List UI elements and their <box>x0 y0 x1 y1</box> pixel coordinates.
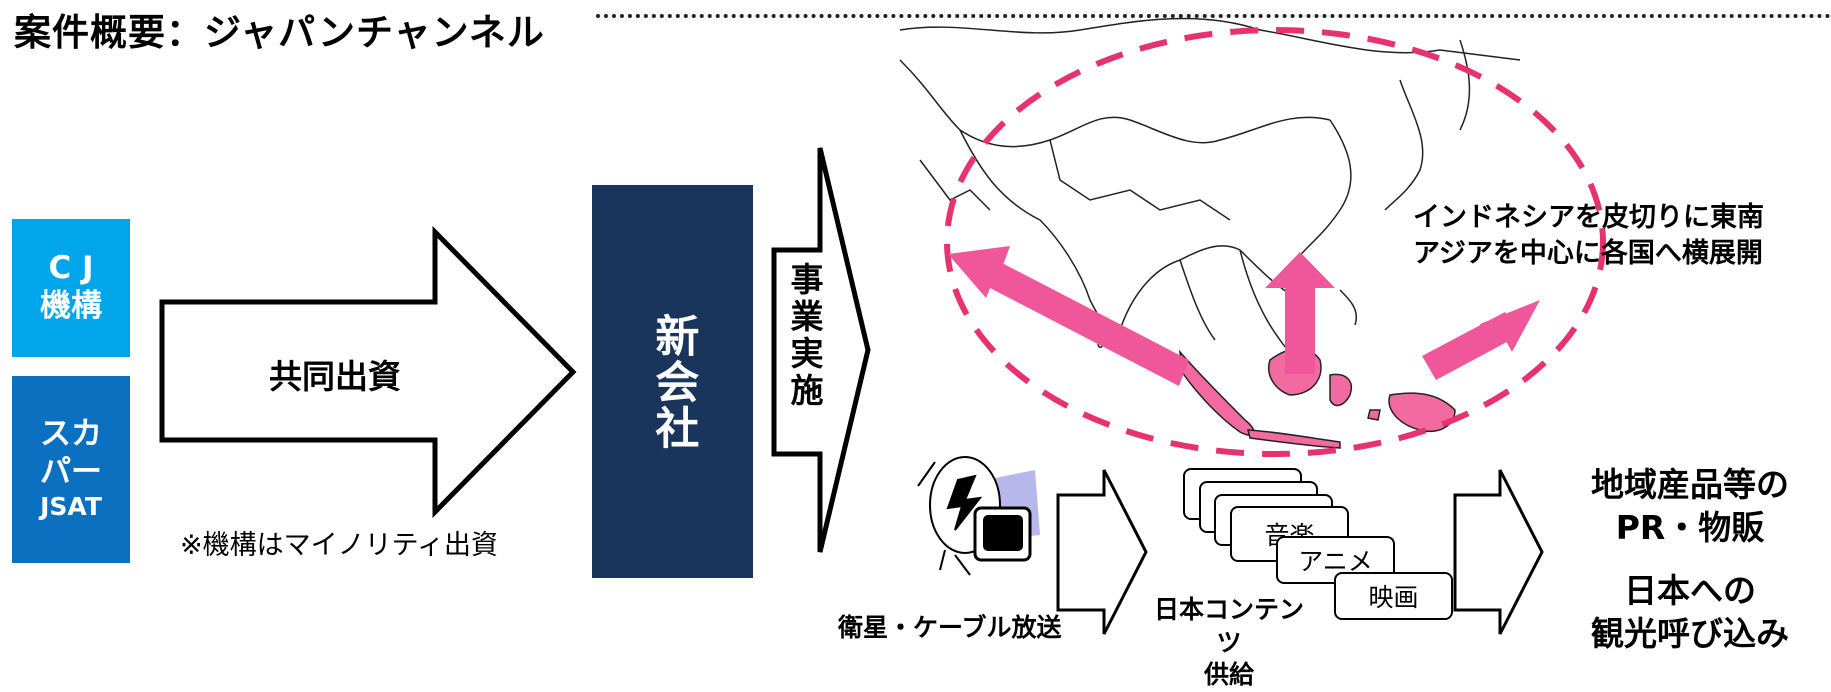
arrow-north <box>1265 252 1335 374</box>
content-card-movie: 映画 <box>1334 572 1453 620</box>
result-tourism: 日本への 観光呼び込み <box>1591 571 1789 653</box>
arrow-east <box>1428 300 1540 376</box>
arrow-west-body <box>990 262 1189 386</box>
minority-note: ※機構はマイノリティ出資 <box>180 530 499 561</box>
region-dashed-ellipse <box>944 27 1606 457</box>
broadcast-label: 衛星・ケーブル放送 <box>838 613 1062 642</box>
expansion-arrows <box>948 246 1540 386</box>
business-arrow <box>771 147 871 553</box>
expansion-description: インドネシアを皮切りに東南 アジアを中心に各国へ横展開 <box>1413 200 1764 273</box>
skyperfect-label-3: JSAT <box>40 492 102 522</box>
skyperfect-label-1: スカ <box>40 416 102 453</box>
asia-map <box>899 17 1521 358</box>
new-company-label: 新会社 <box>647 312 699 451</box>
expansion-line-2: アジアを中心に各国へ横展開 <box>1413 238 1763 270</box>
title-dotted-rule <box>596 14 1831 18</box>
skyperfect-label-2: パー <box>40 454 102 491</box>
japan-content-label: 日本コンテンツ 供給 <box>1153 595 1304 689</box>
anime-label: アニメ <box>1298 547 1373 576</box>
page-title: 案件概要：ジャパンチャンネル <box>14 11 545 54</box>
business-label: 事業実施 <box>785 262 824 410</box>
new-company-box: 新会社 <box>592 185 753 578</box>
arrow-east-body <box>1422 312 1518 380</box>
movie-label: 映画 <box>1368 583 1419 612</box>
diagram-graphics <box>159 17 1606 635</box>
expansion-line-1: インドネシアを皮切りに東南 <box>1413 202 1764 233</box>
joint-investment-label: 共同出資 <box>269 357 401 396</box>
skyperfect-jsat-box: スカ パー JSAT <box>12 376 130 563</box>
process-arrow-2 <box>1453 469 1544 635</box>
broadcast-icon <box>917 456 1040 576</box>
process-arrow-1 <box>1056 469 1148 635</box>
cj-organization-box: C J 機構 <box>12 219 130 357</box>
cj-label: C J 機構 <box>40 250 102 324</box>
investment-arrow <box>159 225 577 519</box>
result-pr-sales: 地域産品等の PR・物販 <box>1591 465 1789 547</box>
